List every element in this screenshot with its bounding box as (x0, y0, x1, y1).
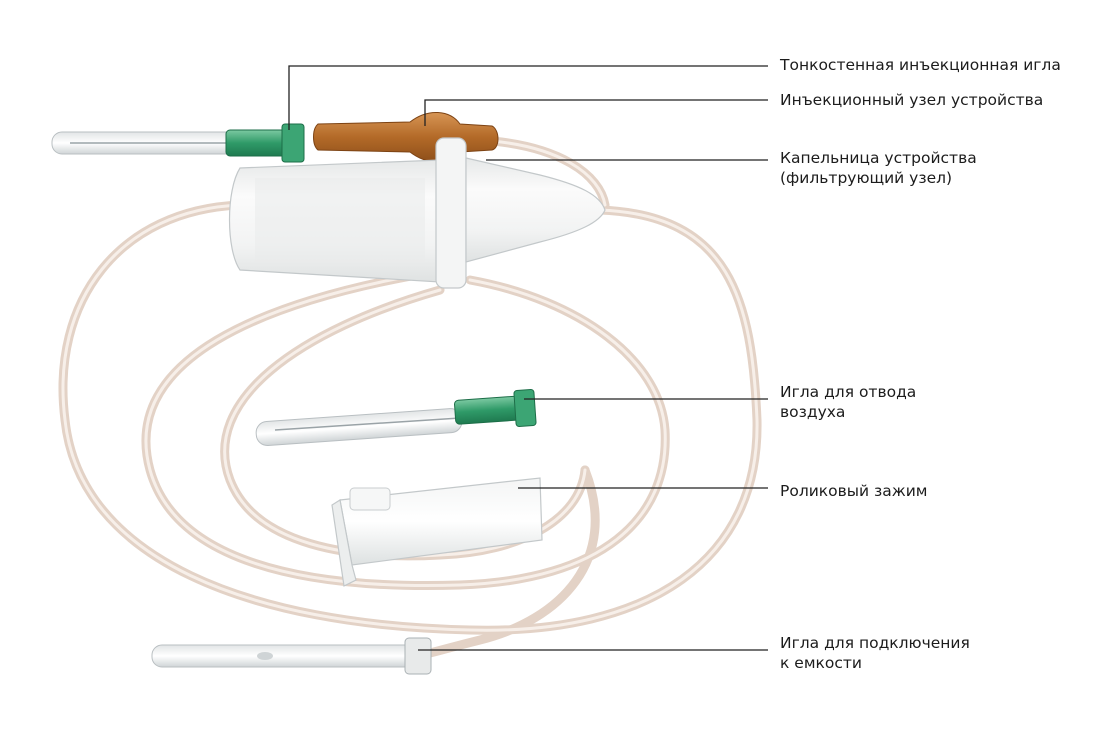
label-connection-needle: Игла для подключения к емкости (780, 634, 970, 672)
leader-line-thin-wall-needle (288, 65, 768, 130)
label-injection-node: Инъекционный узел устройства (780, 91, 1044, 109)
thin-wall-needle (51, 123, 305, 163)
leader-lines (288, 65, 768, 651)
tubing (58, 135, 762, 660)
roller-clamp (331, 477, 543, 587)
label-drip-chamber: Капельница устройства (фильтрующий узел) (780, 149, 977, 187)
label-thin-wall-needle: Тонкостенная инъекционная игла (780, 56, 1061, 74)
leader-line-injection-node (424, 99, 768, 126)
label-roller-clamp: Роликовый зажим (780, 482, 928, 500)
air-vent-needle (255, 389, 537, 446)
label-air-needle: Игла для отвода воздуха (780, 383, 917, 421)
connection-needle (151, 637, 432, 675)
drip-chamber (228, 137, 606, 289)
injection-node (313, 112, 499, 163)
